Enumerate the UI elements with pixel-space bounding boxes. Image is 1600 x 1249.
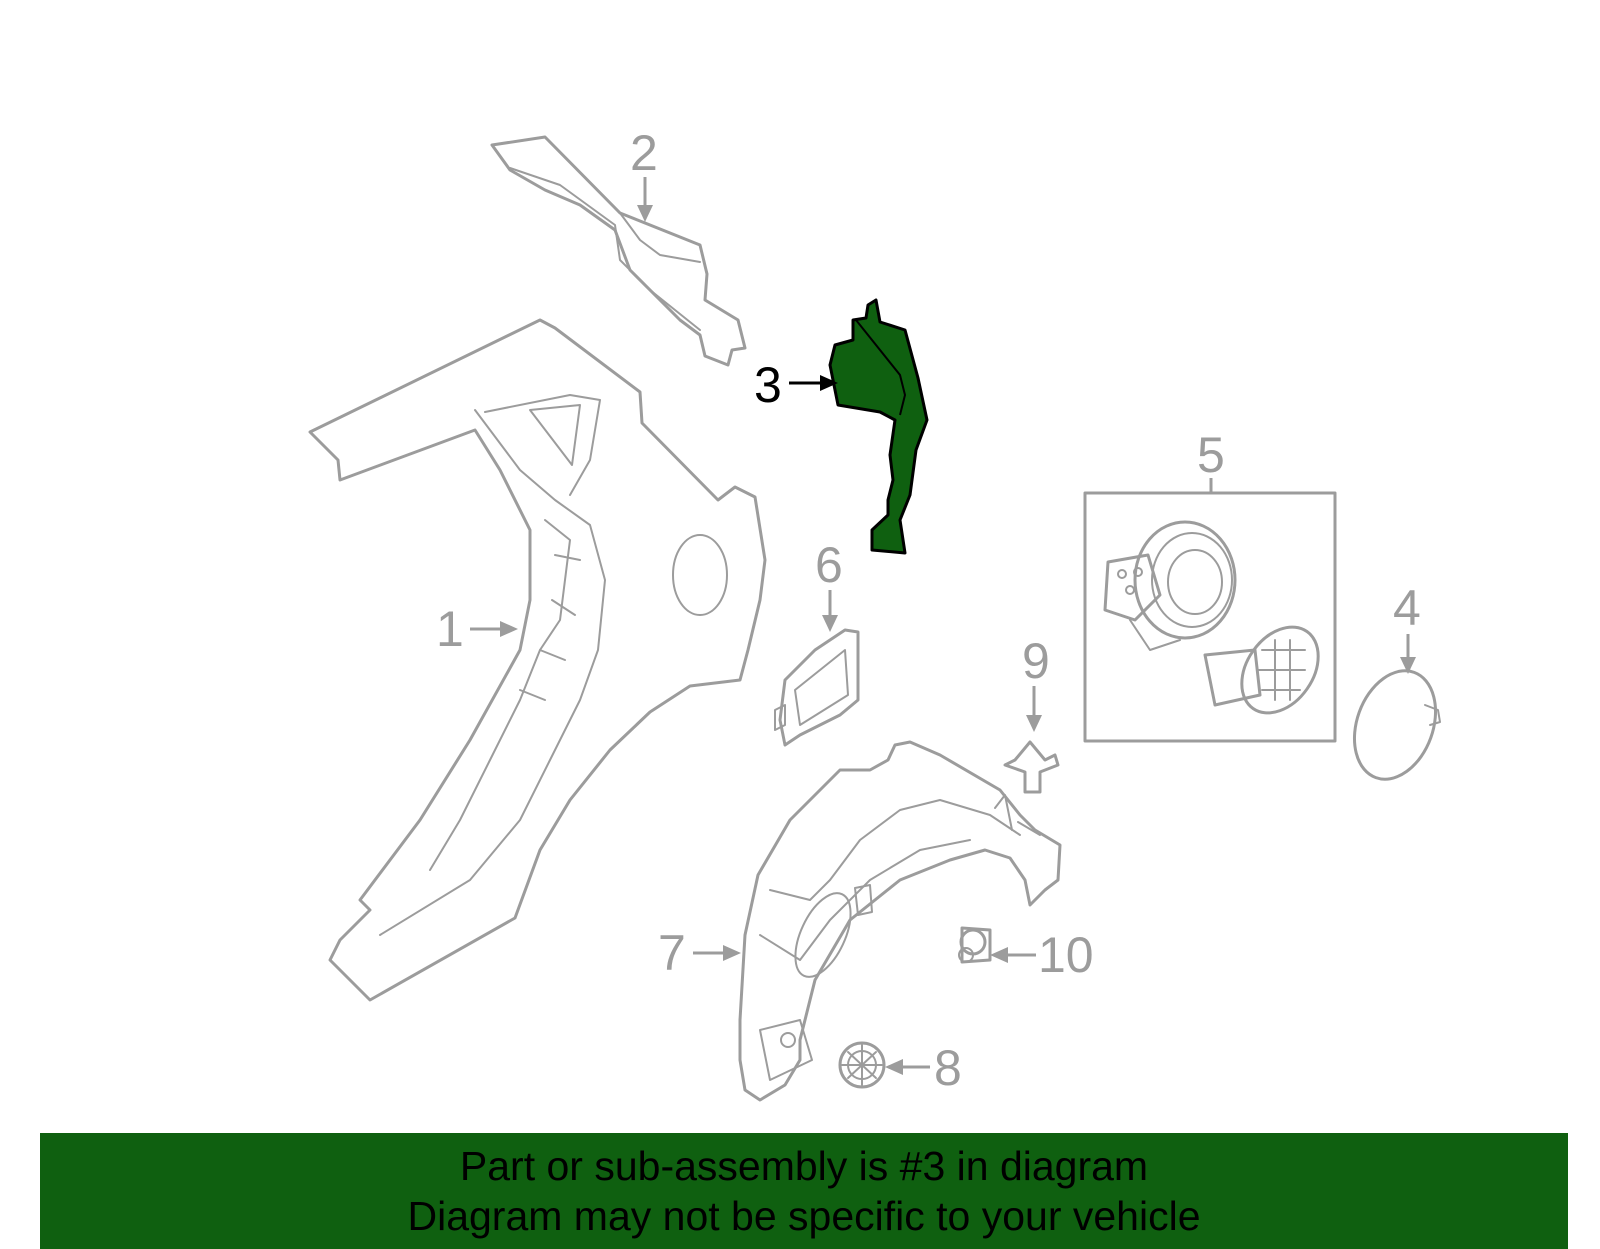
part-5-filler-housing [1083, 491, 1337, 743]
svg-text:5: 5 [1197, 427, 1225, 483]
callout-9: 9 [1022, 633, 1050, 732]
banner-line-1: Part or sub-assembly is #3 in diagram [459, 1143, 1149, 1189]
callout-8: 8 [885, 1040, 962, 1096]
svg-text:4: 4 [1393, 580, 1421, 636]
callout-5: 5 [1197, 427, 1225, 493]
part-3-reinforcement [828, 298, 929, 555]
callout-10: 10 [990, 927, 1094, 983]
callout-2: 2 [630, 125, 658, 222]
callout-1: 1 [436, 601, 518, 657]
part-7-liner [738, 740, 1062, 1102]
part-6-pocket [774, 628, 860, 747]
svg-text:1: 1 [436, 601, 464, 657]
part-8-plug [838, 1041, 886, 1089]
svg-text:10: 10 [1038, 927, 1094, 983]
part-2-rail-bracket [490, 135, 747, 367]
banner-line-2: Diagram may not be specific to your vehi… [407, 1193, 1201, 1239]
part-10-push-clip [958, 926, 992, 964]
svg-text:9: 9 [1022, 633, 1050, 689]
svg-text:8: 8 [934, 1040, 962, 1096]
svg-text:7: 7 [658, 925, 686, 981]
callout-7: 7 [658, 925, 741, 981]
part-1-quarter-panel [308, 318, 767, 1002]
callout-3: 3 [754, 357, 838, 413]
part-9-clip [1003, 740, 1060, 794]
svg-text:6: 6 [815, 537, 843, 593]
callout-4: 4 [1393, 580, 1421, 674]
part-4-fuel-door [1352, 669, 1441, 781]
svg-text:2: 2 [630, 125, 658, 181]
svg-text:3: 3 [754, 357, 782, 413]
callout-6: 6 [815, 537, 843, 632]
info-banner: Part or sub-assembly is #3 in diagram Di… [40, 1133, 1568, 1249]
